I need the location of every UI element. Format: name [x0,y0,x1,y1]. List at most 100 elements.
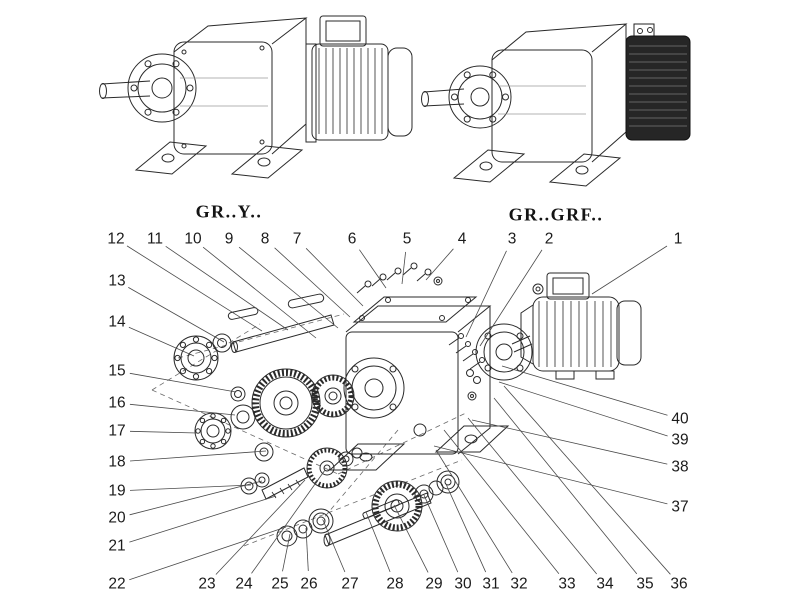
callout-30: 30 [454,575,472,593]
assembled-gearmotor-gr-y [99,15,413,179]
callout-9: 9 [224,230,234,248]
ball-bearing-medium [194,412,232,450]
callout-40: 40 [671,410,689,428]
callout-33: 33 [558,575,576,593]
callout-5: 5 [402,230,412,248]
leader-line-10 [202,246,317,339]
callout-2: 2 [544,230,554,248]
leader-line-5 [401,251,406,285]
leader-line-34 [467,417,598,575]
callout-11: 11 [146,230,164,248]
callout-34: 34 [596,575,614,593]
leader-line-23 [215,479,306,575]
leader-line-29 [393,504,429,573]
callout-24: 24 [235,575,253,593]
model-label-gr-grf: GR..GRF.. [508,204,604,225]
input-shaft [232,314,335,353]
top-cover-and-bolts [352,262,478,323]
callout-13: 13 [108,272,126,290]
leader-line-28 [365,511,391,573]
callout-4: 4 [457,230,467,248]
leader-line-36 [503,385,671,575]
input-shaft-group [212,293,335,353]
electric-motor [305,15,413,143]
pinion-shaft [261,467,309,500]
leader-line-20 [129,480,263,516]
callout-31: 31 [482,575,500,593]
callout-29: 29 [425,575,443,593]
callout-38: 38 [671,458,689,476]
leader-line-30 [423,494,459,573]
leader-line-15 [129,372,237,393]
leader-line-38 [471,419,668,465]
gear-small-upper [311,374,355,418]
output-shaft [99,80,151,99]
motor-body [520,272,642,380]
callout-32: 32 [510,575,528,593]
leader-line-21 [129,495,277,543]
callout-23: 23 [198,575,216,593]
callout-7: 7 [292,230,302,248]
callout-27: 27 [341,575,359,593]
leader-line-2 [479,249,543,347]
callout-14: 14 [108,313,126,331]
leader-line-12 [126,245,263,332]
callout-37: 37 [671,498,689,516]
exploded-view [151,262,642,547]
callout-19: 19 [108,482,126,500]
leader-line-8 [274,247,351,318]
cover-bolts [356,262,432,294]
mounting-feet [134,141,304,179]
leader-line-13 [128,287,225,343]
leader-line-16 [129,403,236,416]
output-solid-shaft [324,492,432,546]
callout-8: 8 [260,230,270,248]
leader-line-37 [433,445,668,505]
callout-3: 3 [507,230,517,248]
front-hub [448,65,512,129]
leader-line-33 [443,429,560,575]
lifting-eye [532,283,544,295]
front-hub [127,53,197,123]
finned-cover [625,23,691,141]
shaft-key [362,499,400,519]
retaining-ring [212,333,232,353]
callout-10: 10 [184,230,202,248]
model-label-gr-y: GR..Y.. [195,201,263,222]
gearbox-body [491,23,628,163]
callout-21: 21 [108,537,126,555]
leader-line-39 [498,381,668,437]
assembled-gearmotor-gr-grf [421,23,691,187]
callout-12: 12 [107,230,125,248]
leader-line-32 [435,449,513,574]
shaft-key [227,307,259,320]
callout-16: 16 [108,394,126,412]
callout-35: 35 [636,575,654,593]
leader-line-22 [129,526,287,581]
callout-22: 22 [108,575,126,593]
callout-36: 36 [670,575,688,593]
mounting-feet [452,149,622,187]
leader-line-27 [322,519,346,573]
leader-line-35 [493,397,638,575]
leader-line-26 [305,527,309,572]
leader-line-19 [129,484,252,491]
leader-line-9 [238,246,339,329]
motor-flange [475,323,533,381]
studs-and-washers [448,333,485,384]
output-shaft-group [276,470,460,547]
callout-28: 28 [386,575,404,593]
callout-15: 15 [108,362,126,380]
motor-group [448,272,642,384]
leader-line-40 [501,365,668,416]
output-shaft [421,88,465,107]
shim-ring [230,386,246,402]
intermediate-shaft-group [240,447,363,500]
leader-line-3 [465,250,507,338]
vent-plug [433,276,443,286]
shaft-key [287,293,325,309]
leader-line-11 [165,245,289,331]
leader-line-31 [445,483,487,573]
